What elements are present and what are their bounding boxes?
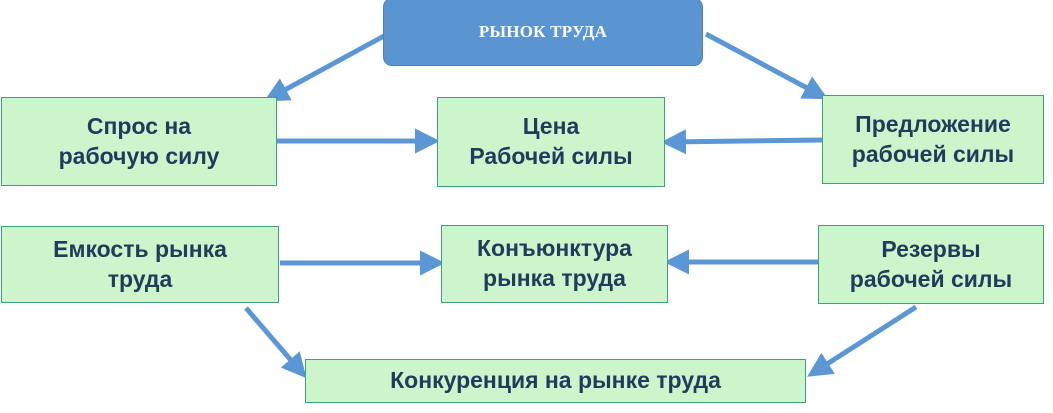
conjuncture-line-1: Конъюнктура <box>477 235 632 262</box>
capacity-line-1: Емкость рынка <box>53 235 227 262</box>
conjuncture-box: Конъюнктура рынка труда <box>441 225 668 303</box>
conjuncture-line-2: рынка труда <box>483 265 626 291</box>
supply-box: Предложение рабочей силы <box>822 95 1044 184</box>
arrow-title-to-demand <box>263 33 386 102</box>
supply-line-2: рабочей силы <box>851 140 1015 167</box>
price-line-2: Рабочей силы <box>469 143 633 169</box>
arrow-capacity-to-competition <box>244 306 307 379</box>
title-box: РЫНОК ТРУДА <box>383 0 703 66</box>
arrow-title-to-supply <box>704 31 829 100</box>
demand-line-2: рабочую силу <box>58 142 220 169</box>
arrow-reserves-to-competition <box>807 304 918 377</box>
price-box: Цена Рабочей силы <box>437 97 665 187</box>
capacity-line-2: труда <box>107 265 173 292</box>
reserves-line-2: рабочей силы <box>849 265 1013 292</box>
arrow-supply-to-price <box>661 129 824 155</box>
supply-line-1: Предложение <box>855 110 1011 137</box>
reserves-box: Резервы рабочей силы <box>818 225 1044 304</box>
reserves-line-1: Резервы <box>881 235 981 262</box>
demand-box: Спрос на рабочую силу <box>1 97 277 186</box>
capacity-box: Емкость рынка труда <box>1 226 279 303</box>
competition-text: Конкуренция на рынке труда <box>390 367 721 394</box>
price-line-1: Цена <box>522 113 580 140</box>
competition-box: Конкуренция на рынке труда <box>305 359 806 403</box>
title-text: РЫНОК ТРУДА <box>478 21 608 41</box>
demand-line-1: Спрос на <box>86 112 192 139</box>
